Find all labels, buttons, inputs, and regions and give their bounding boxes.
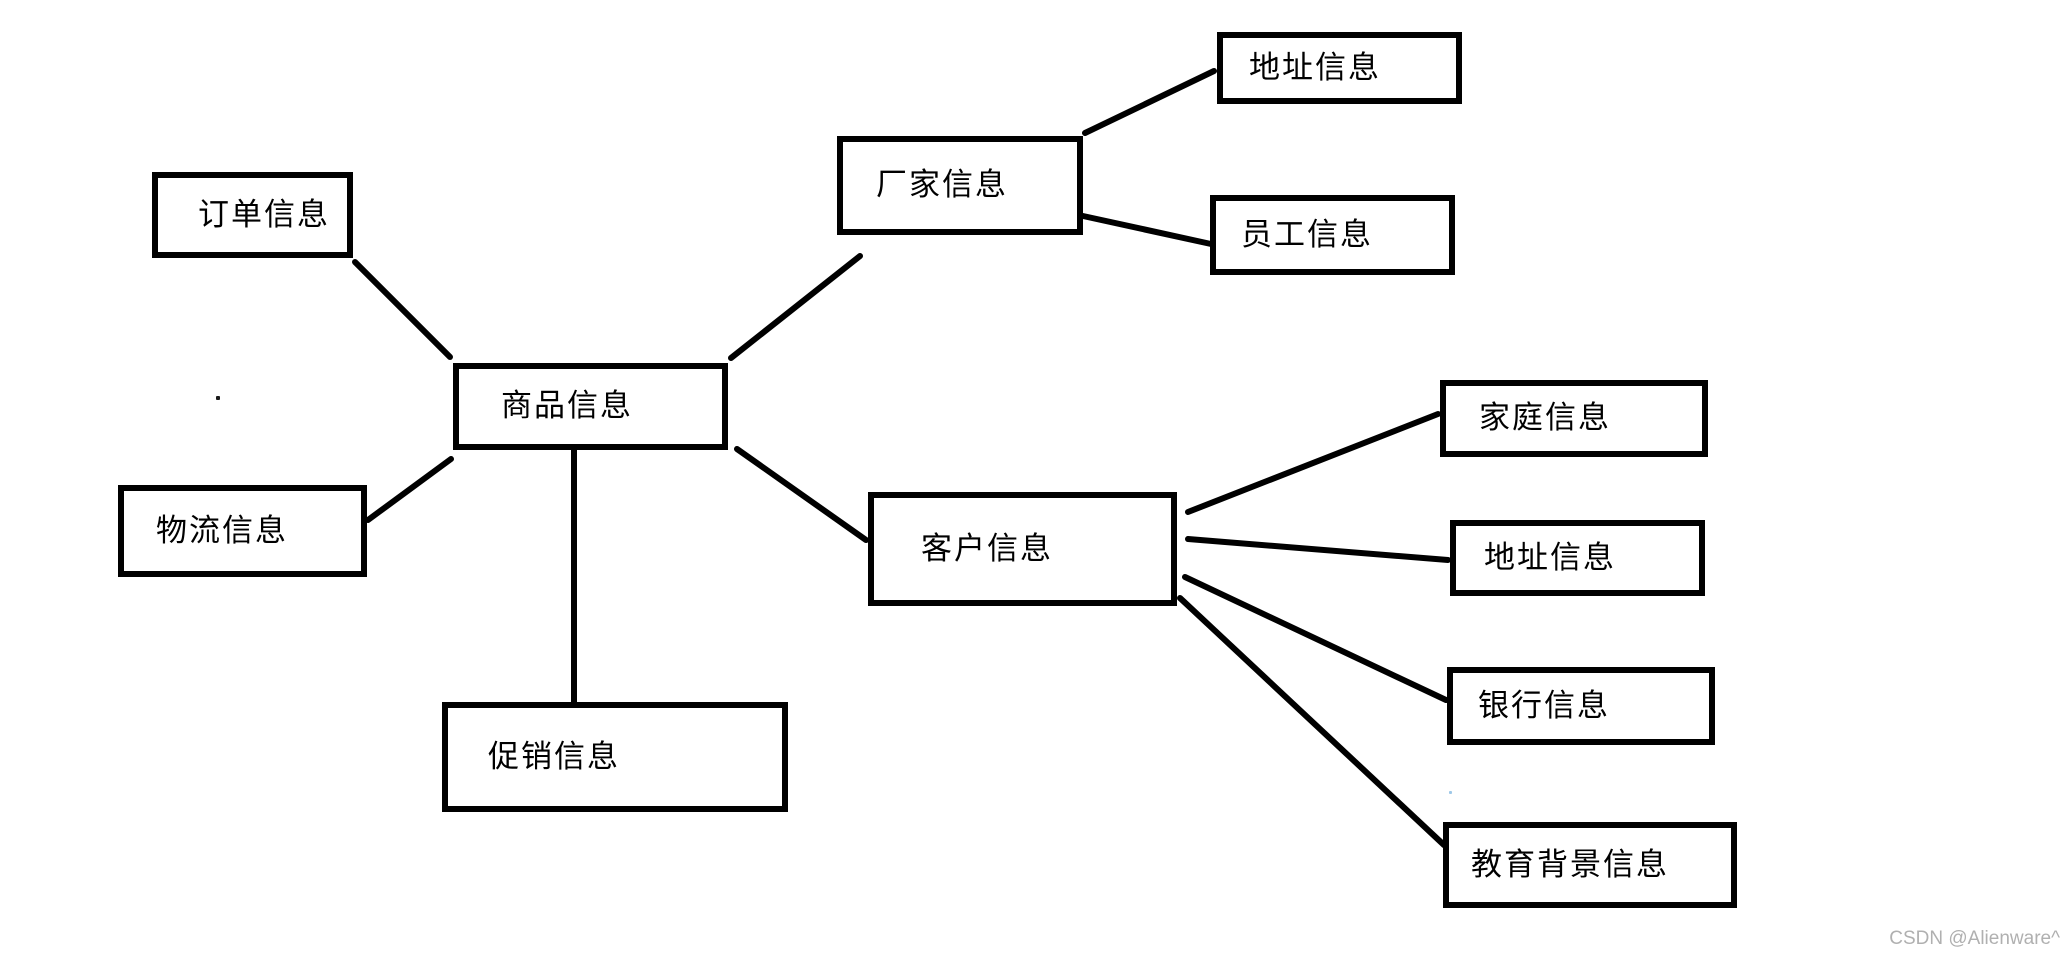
node-customer: 客户信息 [868, 492, 1177, 606]
stray-mark-0 [216, 396, 220, 400]
node-label-address-top: 地址信息 [1249, 49, 1381, 86]
node-employee: 员工信息 [1210, 195, 1455, 275]
edge-order-product [352, 259, 453, 360]
node-education: 教育背景信息 [1443, 822, 1737, 908]
node-bank: 银行信息 [1447, 667, 1715, 745]
edge-manufacturer-address-top [1082, 68, 1217, 136]
node-address-right: 地址信息 [1450, 520, 1705, 596]
node-product: 商品信息 [453, 363, 728, 450]
edge-customer-bank [1182, 574, 1449, 703]
node-logistics: 物流信息 [118, 485, 367, 577]
edge-customer-address-right [1185, 536, 1451, 563]
edge-logistics-product [365, 456, 454, 523]
node-order: 订单信息 [152, 172, 353, 258]
node-label-bank: 银行信息 [1478, 687, 1610, 724]
node-label-education: 教育背景信息 [1471, 846, 1669, 883]
watermark: CSDN @Alienware^ [1889, 928, 2060, 949]
node-promotion: 促销信息 [442, 702, 788, 812]
node-label-promotion: 促销信息 [488, 738, 620, 775]
edge-customer-family [1185, 411, 1441, 515]
node-label-order: 订单信息 [198, 196, 330, 233]
node-label-product: 商品信息 [501, 388, 633, 424]
node-label-employee: 员工信息 [1241, 216, 1373, 253]
node-label-address-right: 地址信息 [1484, 539, 1616, 576]
edge-manufacturer-employee [1080, 213, 1214, 247]
edge-product-customer [734, 446, 869, 543]
node-address-top: 地址信息 [1217, 32, 1462, 104]
node-label-family: 家庭信息 [1479, 400, 1611, 436]
edge-product-manufacturer [728, 253, 863, 361]
node-label-manufacturer: 厂家信息 [876, 167, 1008, 203]
node-label-customer: 客户信息 [921, 530, 1053, 567]
node-family: 家庭信息 [1440, 380, 1708, 457]
edge-customer-education [1177, 595, 1447, 848]
node-label-logistics: 物流信息 [156, 512, 288, 549]
node-manufacturer: 厂家信息 [837, 136, 1083, 235]
stray-mark-1 [1449, 791, 1452, 794]
